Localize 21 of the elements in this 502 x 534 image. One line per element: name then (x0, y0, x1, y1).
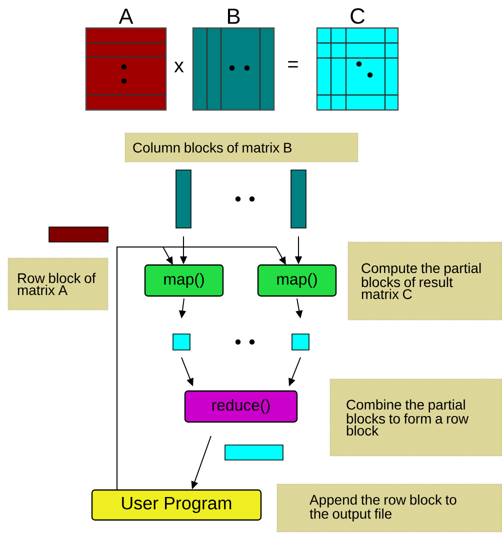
block-bar (48, 226, 108, 242)
block-bar (176, 170, 192, 228)
operator-sign: x (174, 62, 184, 72)
process-box: reduce() (184, 390, 298, 423)
block-bar (224, 444, 284, 460)
operator-sign: = (288, 61, 298, 68)
note-box: Column blocks of matrix B (124, 132, 358, 162)
matrix-label: C (350, 8, 365, 24)
block-bar (290, 170, 306, 228)
block-square (292, 334, 310, 350)
matrix-label: B (228, 8, 240, 24)
block-square (172, 334, 190, 350)
arrow (116, 246, 286, 490)
note-box: Row block of matrix A (8, 258, 108, 310)
process-box: User Program (91, 489, 262, 521)
process-box: map() (257, 264, 337, 297)
process-box: map() (144, 264, 224, 297)
matrix-label: A (118, 8, 134, 24)
note-box: Compute the partial blocks of result matrix C (348, 242, 502, 320)
note-box: Combine the partial blocks to form a row block (330, 378, 502, 456)
note-box: Append the row block to the output file (276, 484, 502, 532)
